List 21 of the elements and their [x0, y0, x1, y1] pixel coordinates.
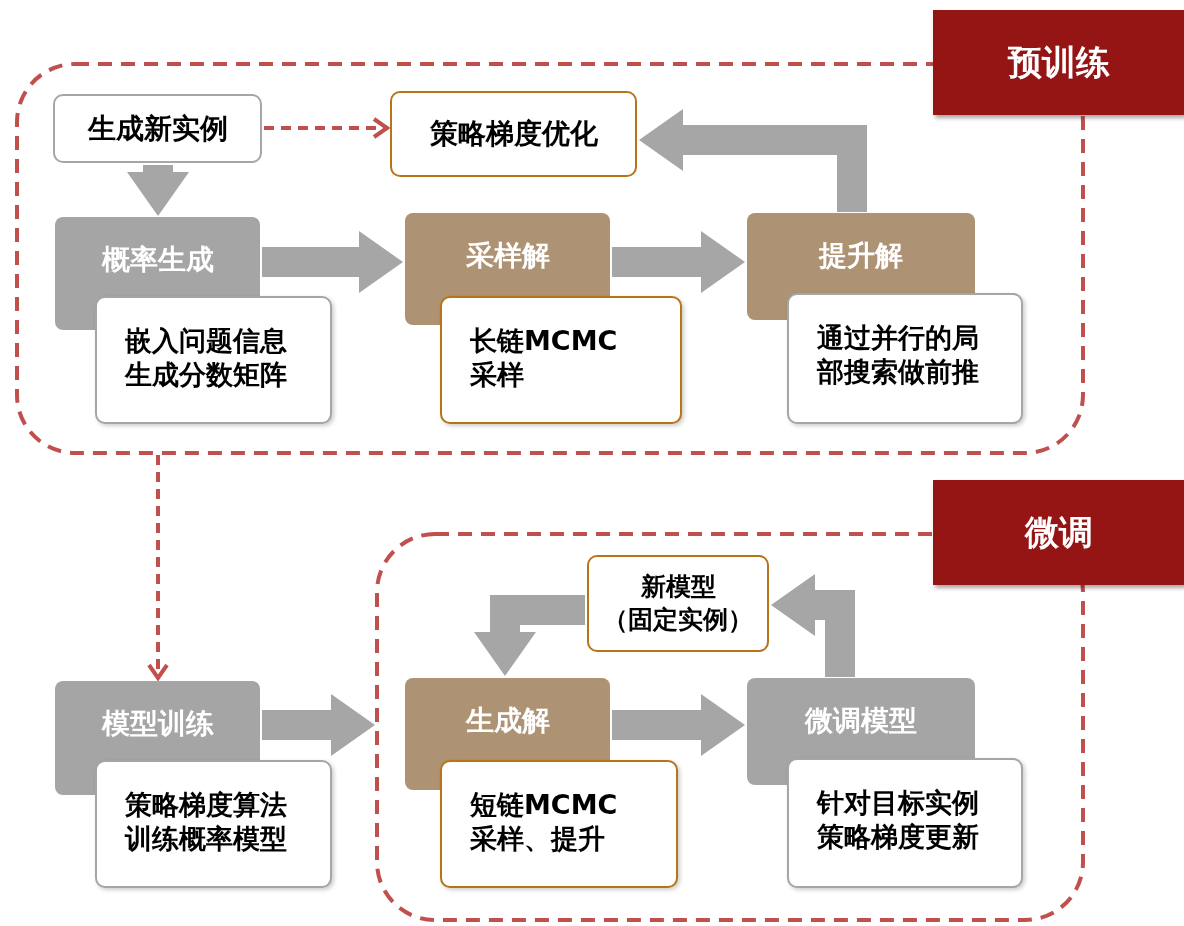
block-arrow [474, 595, 585, 676]
text-card: 策略梯度算法训练概率模型 [95, 760, 332, 888]
arrow [264, 117, 389, 139]
block-arrow [262, 231, 403, 293]
process-box: 生成新实例 [53, 94, 262, 163]
text-card: 通过并行的局部搜索做前推 [787, 293, 1023, 424]
text-card: 针对目标实例策略梯度更新 [787, 758, 1023, 888]
text-card: 长链MCMC采样 [440, 296, 682, 424]
text-card: 短链MCMC采样、提升 [440, 760, 678, 888]
title-tab: 预训练 [933, 10, 1184, 115]
block-arrow [612, 694, 745, 756]
block-arrow [127, 165, 189, 216]
process-box: 新模型（固定实例） [587, 555, 769, 652]
block-arrow [262, 694, 375, 756]
title-tab: 微调 [933, 480, 1184, 585]
block-arrow [612, 231, 745, 293]
text-card: 嵌入问题信息生成分数矩阵 [95, 296, 332, 424]
arrow [147, 455, 169, 680]
process-box: 策略梯度优化 [390, 91, 637, 177]
block-arrow [771, 574, 855, 677]
block-arrow [639, 109, 867, 212]
